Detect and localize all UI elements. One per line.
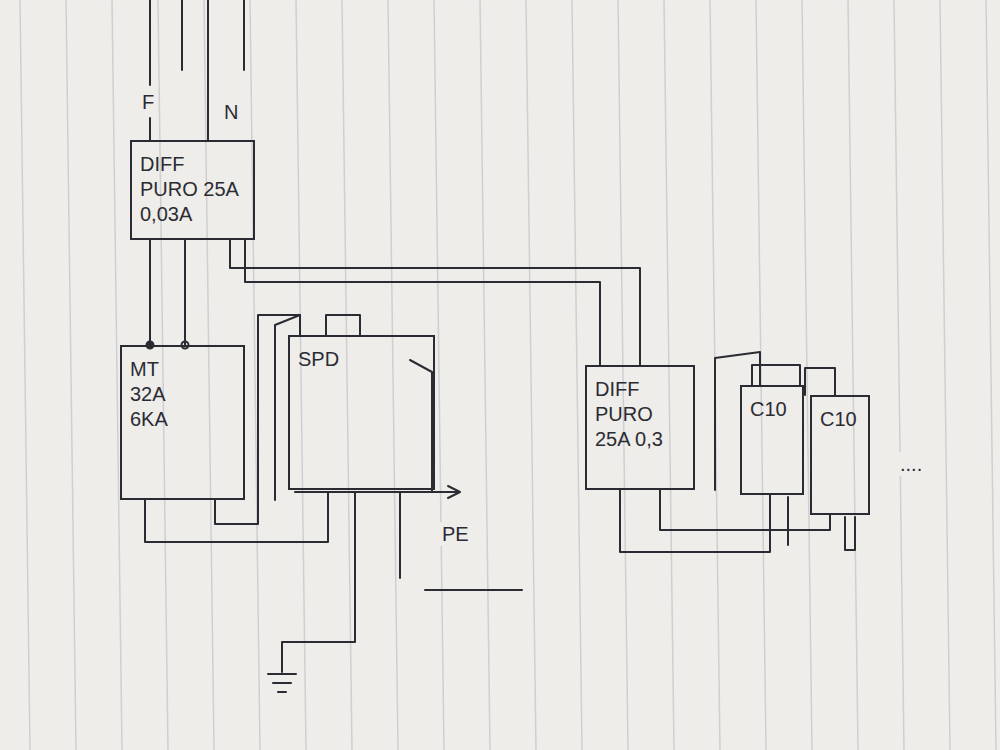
phase-label: F [140, 90, 156, 114]
ruled-line [894, 0, 904, 750]
ruled-line [986, 0, 996, 750]
ruled-line [664, 0, 674, 750]
neutral-label: N [222, 100, 240, 124]
ruled-line [20, 0, 30, 750]
node-text: C10 [750, 397, 794, 422]
breaker-box: MT 32A 6KA [120, 345, 245, 500]
ruled-line [572, 0, 582, 750]
earth-wire [282, 492, 355, 672]
supply-wire [207, 0, 209, 140]
ruled-line [204, 0, 214, 750]
wire-connector [620, 490, 770, 552]
node-text: DIFF PURO 25A 0,03A [140, 152, 240, 227]
feed-wire [715, 352, 760, 490]
ruled-line [158, 0, 168, 750]
wires [147, 0, 856, 692]
spd-bottom-bar [295, 491, 458, 493]
ruled-line [480, 0, 490, 750]
feed-wire [752, 365, 800, 385]
notebook-lines [20, 0, 996, 750]
ruled-line [526, 0, 536, 750]
node-text: C10 [820, 407, 860, 432]
ruled-line [802, 0, 812, 750]
earth-label: PE [440, 522, 471, 546]
out-wire [787, 497, 789, 545]
wire-connector [150, 240, 185, 345]
earth-symbol [273, 682, 291, 684]
ruled-line [848, 0, 858, 750]
supply-wire [243, 0, 245, 70]
rcd-box: DIFF PURO 25A 0,03A [130, 140, 255, 240]
breaker-box: C10 [810, 395, 870, 515]
pe-bar [425, 589, 522, 591]
breaker-box: C10 [740, 385, 804, 495]
ruled-line [388, 0, 398, 750]
feed-wire [805, 368, 835, 395]
supply-wire [181, 0, 183, 70]
ruled-line [296, 0, 306, 750]
rcd-box: DIFF PURO 25A 0,3 [585, 365, 695, 490]
spd-right-wire [410, 360, 432, 492]
ruled-line [434, 0, 444, 750]
out-wire [845, 517, 855, 550]
wire-connector [660, 490, 830, 530]
ruled-line [618, 0, 628, 750]
supply-wire [149, 0, 151, 85]
ruled-line [940, 0, 950, 750]
wire-connector [230, 240, 640, 365]
supply-wire [149, 118, 151, 140]
spd-box: SPD [288, 335, 435, 490]
earth-symbol [268, 673, 296, 675]
earth-symbol [278, 691, 286, 693]
arrow-head [448, 486, 460, 498]
spd-loop [326, 315, 360, 335]
node-text: MT 32A 6KA [130, 357, 190, 432]
node-text: SPD [298, 347, 398, 372]
continuation-dots: .... [898, 452, 924, 476]
node-text: DIFF PURO 25A 0,3 [595, 377, 683, 452]
ruled-line [66, 0, 76, 750]
ruled-line [342, 0, 352, 750]
pe-wire [399, 492, 401, 578]
